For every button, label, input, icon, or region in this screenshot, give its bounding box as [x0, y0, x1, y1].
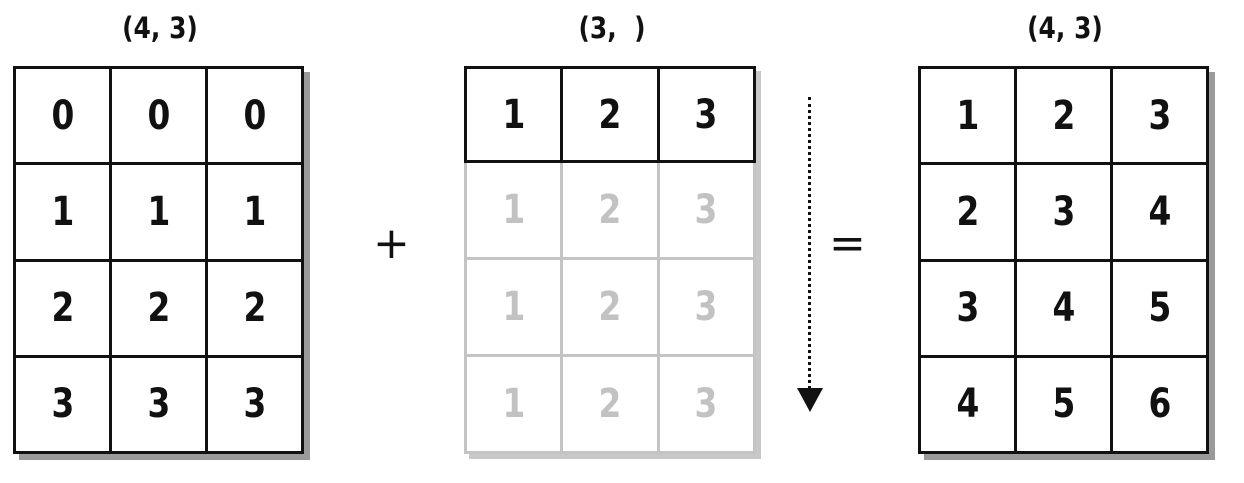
- array-cell: 4: [921, 357, 1017, 454]
- broadcast-cell: 2: [563, 163, 660, 260]
- broadcast-cell: 1: [467, 357, 564, 454]
- array-cell: 0: [112, 69, 208, 166]
- array-cell: 1: [112, 165, 208, 262]
- array-cell: 4: [1113, 165, 1209, 262]
- middle-array: 1 2 3 1 2 3 1 2 3 1 2 3: [464, 66, 756, 454]
- broadcast-cell: 2: [563, 260, 660, 357]
- array-cell: 3: [1113, 69, 1209, 166]
- array-cell: 6: [1113, 357, 1209, 454]
- array-cell: 2: [563, 69, 660, 163]
- array-cell: 0: [16, 69, 112, 166]
- left-shape-label: (4, 3): [122, 11, 198, 45]
- array-cell: 3: [659, 69, 756, 163]
- array-cell: 1: [921, 69, 1017, 166]
- array-cell: 1: [467, 69, 564, 163]
- array-cell: 3: [112, 357, 208, 454]
- array-cell: 3: [208, 357, 304, 454]
- array-cell: 3: [16, 357, 112, 454]
- array-cell: 2: [112, 261, 208, 358]
- right-shape-label: (4, 3): [1027, 11, 1103, 45]
- middle-shape-label: (3, ): [578, 11, 646, 45]
- array-cell: 0: [208, 69, 304, 166]
- broadcast-cell: 1: [467, 163, 564, 260]
- array-cell: 3: [921, 261, 1017, 358]
- array-cell: 1: [16, 165, 112, 262]
- plus-operator: +: [373, 218, 410, 269]
- broadcast-rows: 1 2 3 1 2 3 1 2 3: [464, 163, 756, 454]
- arrow-down-icon: [797, 388, 823, 412]
- broadcast-cell: 3: [659, 163, 756, 260]
- broadcast-arrow-line: [808, 97, 811, 389]
- array-cell: 2: [1017, 69, 1113, 166]
- array-cell: 5: [1113, 261, 1209, 358]
- original-row: 1 2 3: [464, 66, 756, 163]
- broadcast-cell: 2: [563, 357, 660, 454]
- equals-operator: =: [829, 218, 866, 269]
- array-cell: 2: [16, 261, 112, 358]
- broadcast-cell: 3: [659, 260, 756, 357]
- broadcast-cell: 3: [659, 357, 756, 454]
- array-cell: 5: [1017, 357, 1113, 454]
- array-cell: 3: [1017, 165, 1113, 262]
- array-cell: 1: [208, 165, 304, 262]
- left-array: 0 0 0 1 1 1 2 2 2 3 3 3: [13, 66, 304, 454]
- broadcast-cell: 1: [467, 260, 564, 357]
- array-cell: 2: [208, 261, 304, 358]
- array-cell: 4: [1017, 261, 1113, 358]
- result-array: 1 2 3 2 3 4 3 4 5 4 5 6: [918, 66, 1209, 454]
- array-cell: 2: [921, 165, 1017, 262]
